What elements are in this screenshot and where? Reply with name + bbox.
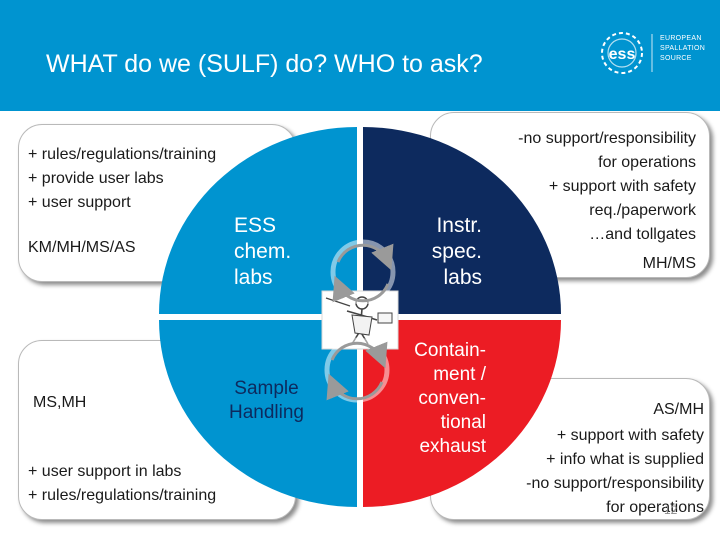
tr-line-2: for operations	[598, 154, 696, 171]
page-number: 12	[664, 503, 678, 517]
quadrant-label-chem-labs: ESS chem. labs	[234, 213, 291, 291]
br-people: AS/MH	[653, 401, 704, 418]
tl-people: KM/MH/MS/AS	[28, 239, 136, 256]
cycle-arrow-bottom-icon	[324, 337, 390, 403]
qlabel-tr-3: labs	[443, 266, 482, 289]
qlabel-br-3: conven-	[418, 388, 486, 409]
quadrant-top-right	[363, 127, 561, 314]
quadrant-label-sample-handling: Sample Handling	[229, 377, 304, 425]
qlabel-tr-2: spec.	[431, 240, 482, 263]
tl-line-3: + user support	[28, 194, 131, 211]
quadrant-label-instr-labs: Instr. spec. labs	[432, 213, 482, 291]
tr-people: MH/MS	[642, 255, 696, 272]
quadrant-top-left	[159, 127, 357, 314]
bl-line-2: + rules/regulations/training	[28, 487, 217, 504]
qlabel-bl-2: Handling	[229, 402, 304, 423]
logo-line-1: EUROPEAN	[660, 35, 702, 42]
slide-title: WHAT do we (SULF) do? WHO to ask?	[46, 50, 483, 78]
br-line-2: + info what is supplied	[546, 451, 704, 468]
qlabel-tr-1: Instr.	[436, 214, 482, 237]
qlabel-bl-1: Sample	[234, 378, 299, 399]
tr-line-1: -no support/responsibility	[518, 130, 696, 147]
tl-line-1: + rules/regulations/training	[28, 146, 217, 163]
logo-mark: ess	[609, 46, 636, 63]
slide-header	[0, 0, 720, 111]
quadrant-bottom-left	[159, 320, 357, 507]
quadrant-bottom-right	[363, 320, 561, 507]
qlabel-br-4: tional	[440, 412, 486, 433]
tl-line-2: + provide user labs	[28, 170, 164, 187]
qlabel-tl-3: labs	[234, 266, 273, 289]
qlabel-tl-1: ESS	[234, 214, 277, 237]
logo-line-3: SOURCE	[660, 55, 692, 62]
logo-line-2: SPALLATION	[660, 45, 706, 52]
bl-line-1: + user support in labs	[28, 463, 182, 480]
br-line-4: for operations	[606, 499, 704, 516]
qlabel-tl-2: chem.	[234, 240, 292, 263]
tr-line-3: + support with safety	[548, 178, 696, 195]
qlabel-br-5: exhaust	[419, 436, 486, 457]
logo-text: EUROPEAN SPALLATION SOURCE	[660, 34, 705, 64]
tr-line-5: …and tollgates	[589, 226, 696, 243]
bl-people: MS,MH	[33, 394, 87, 411]
quadrant-label-containment: Contain- ment / conven- tional exhaust	[414, 339, 486, 459]
br-line-1: + support with safety	[556, 427, 704, 444]
tr-line-4: req./paperwork	[589, 202, 696, 219]
qlabel-br-2: ment /	[433, 364, 486, 385]
ess-logo: ess	[601, 32, 653, 74]
qlabel-br-1: Contain-	[414, 340, 486, 361]
br-line-3: -no support/responsibility	[526, 475, 704, 492]
cycle-arrow-top-icon	[330, 239, 396, 305]
